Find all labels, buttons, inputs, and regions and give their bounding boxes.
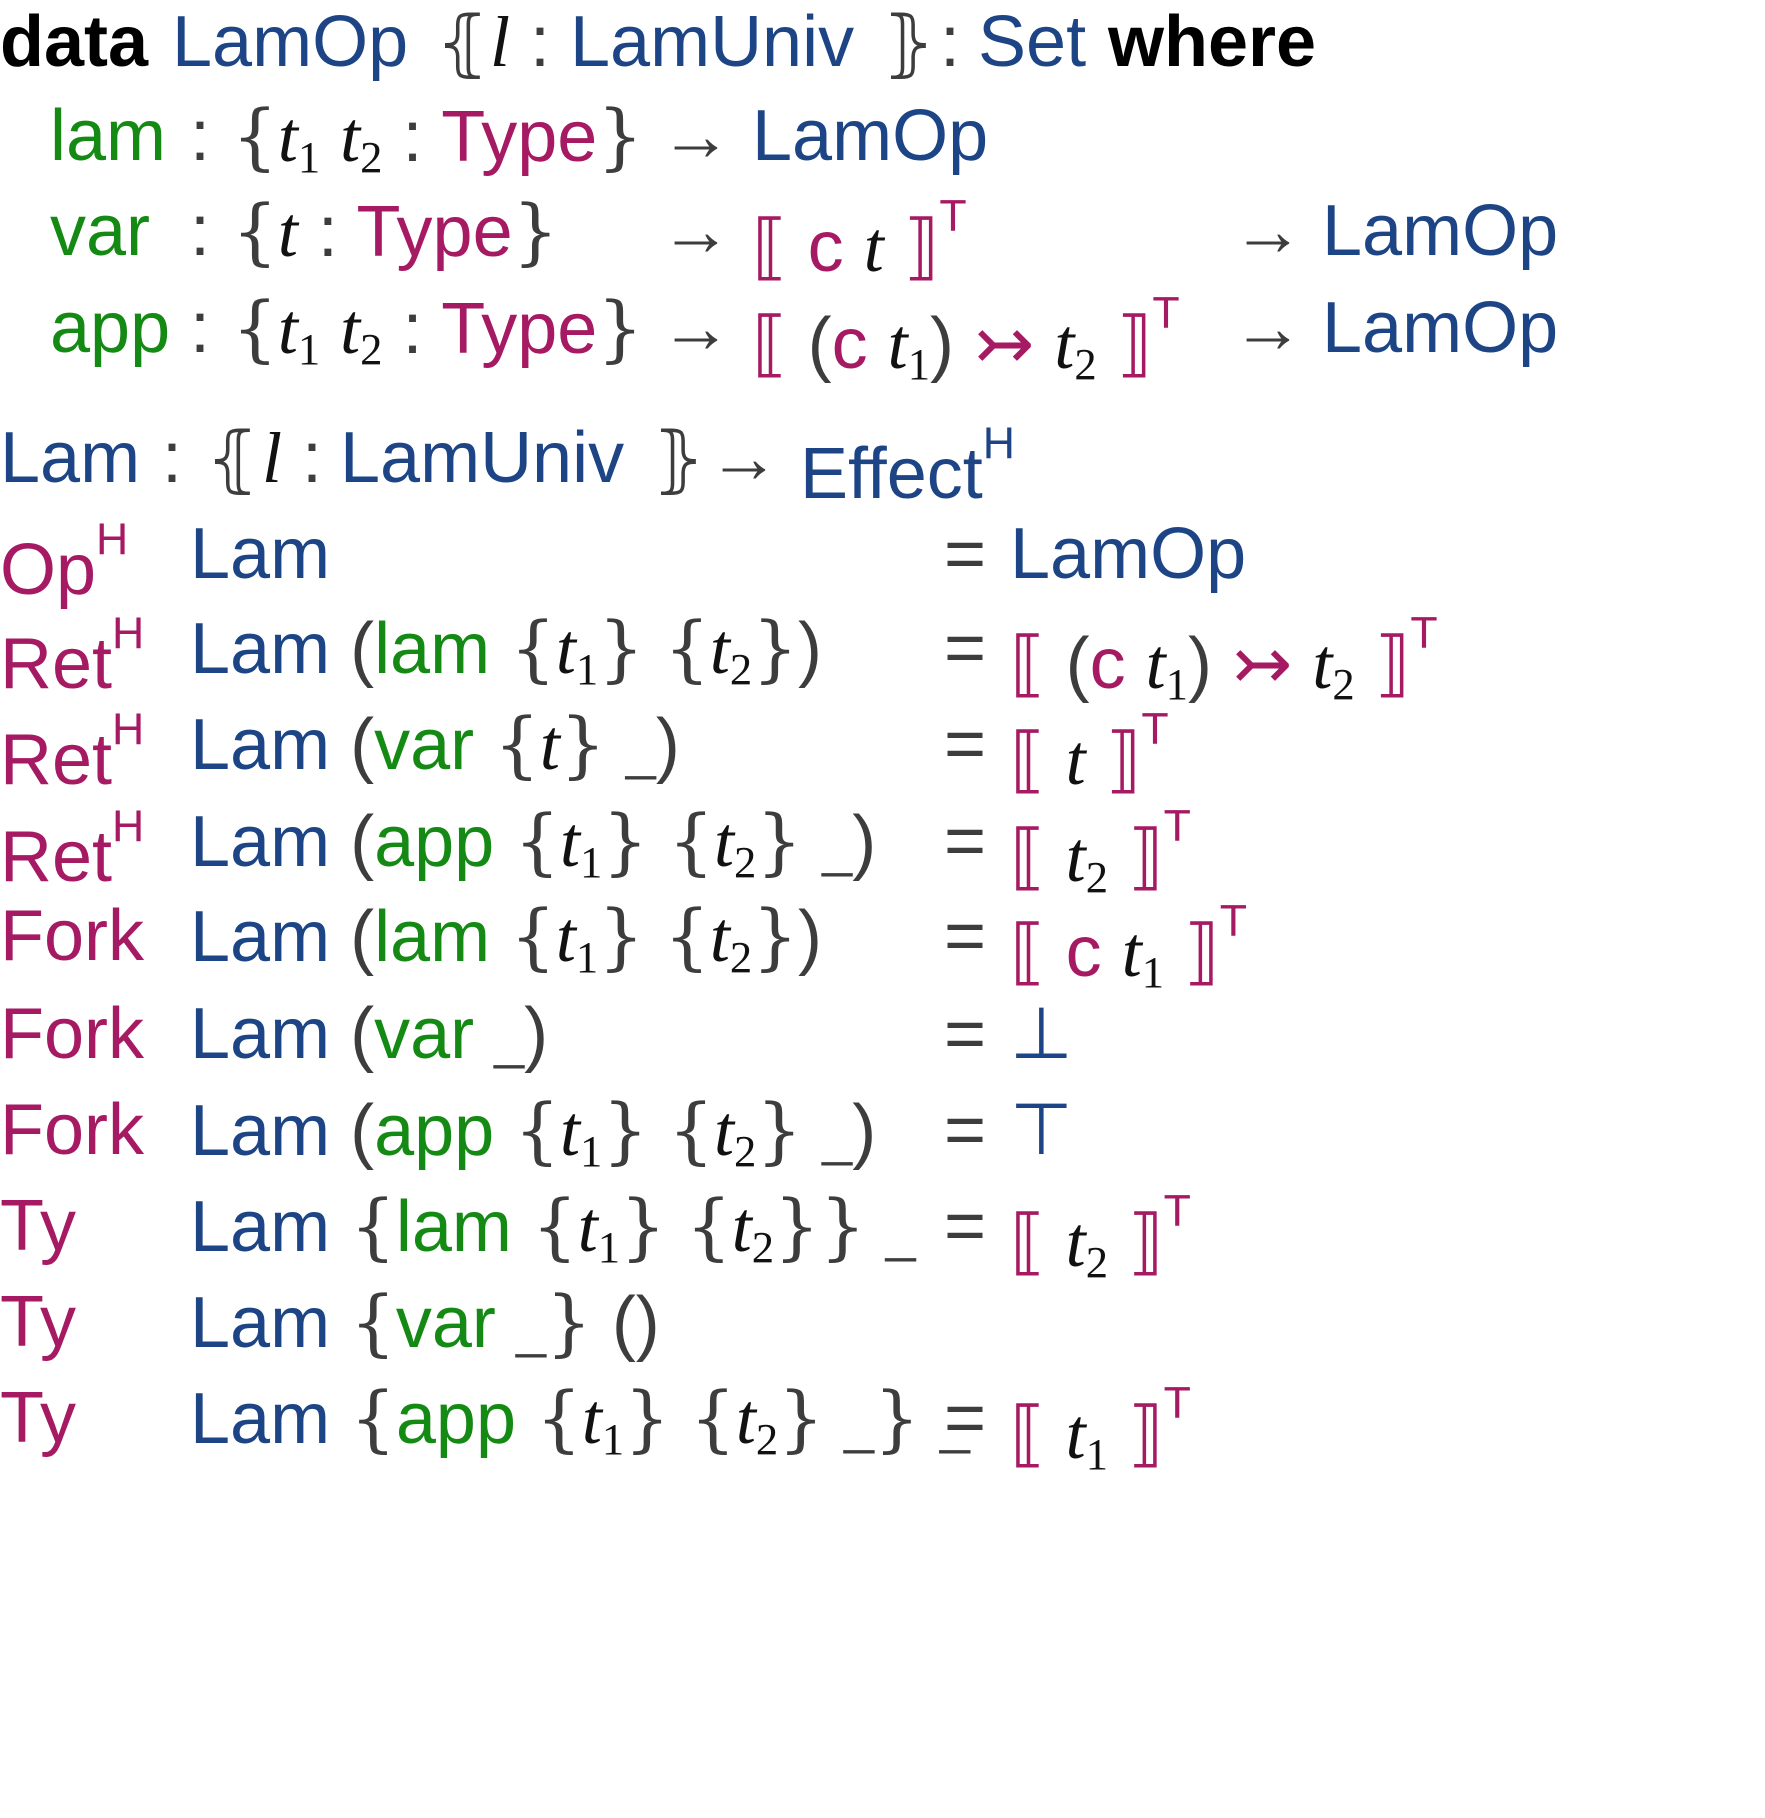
colon: : — [190, 96, 211, 176]
type-name: LamOp — [172, 2, 409, 82]
instance-bracket-close: ⦄ — [652, 416, 705, 500]
equation-rhs-bottom: ⊥ — [1010, 994, 1073, 1074]
arrow: → — [660, 288, 732, 368]
equation-row: RetH Lam (lam {t1} {t2}) = ⟦ (c t1) ↣ t2… — [0, 611, 1438, 712]
constructor-name: app — [50, 288, 171, 368]
handler-function: Ty — [0, 1378, 77, 1458]
equation-rhs-top: ⊤ — [1010, 1090, 1073, 1170]
colon: : — [162, 418, 183, 498]
handler-function: RetH — [0, 802, 145, 898]
result-type: LamOp — [1322, 191, 1559, 271]
equals-sign: = — [944, 896, 987, 976]
equals-sign: = — [944, 1090, 987, 1170]
explicit-arg: ⟦ (c t1) ↣ t2 ⟧T — [752, 289, 1180, 390]
handler-function: RetH — [0, 705, 145, 801]
instance-bracket-open: ⦃ — [206, 416, 259, 500]
implicit-args: {t1 t2 : Type} — [232, 286, 644, 375]
param-type: LamUniv — [340, 418, 625, 498]
effect-name: Lam — [190, 514, 331, 594]
handler-function: Fork — [0, 1090, 144, 1170]
equals-sign: = — [944, 704, 987, 784]
equation-row: Ty Lam {var _} () — [0, 1282, 660, 1386]
implicit-args: {t1 t2 : Type} — [232, 94, 644, 183]
sort: Set — [978, 2, 1087, 82]
result-type: LamOp — [752, 96, 989, 176]
equals-sign: = — [944, 514, 987, 594]
param-type: LamUniv — [570, 2, 855, 82]
equation-lhs: Lam {app {t1} {t2} _} _ — [190, 1376, 970, 1465]
equation-row: Ty Lam {lam {t1} {t2}} _ = ⟦ t2 ⟧T — [0, 1186, 1191, 1290]
equation-lhs: Lam (var _) — [190, 994, 549, 1074]
result-type: LamOp — [1322, 288, 1559, 368]
equation-lhs: Lam {var _} () — [190, 1280, 660, 1364]
lam-signature: Lam : ⦃ l : LamUniv ⦄ → EffectH — [0, 421, 1015, 522]
equals-sign: = — [944, 608, 987, 688]
equation-lhs: Lam (lam {t1} {t2}) — [190, 606, 822, 695]
equals-sign: = — [944, 994, 987, 1074]
equation-rhs: ⟦ (c t1) ↣ t2 ⟧T — [1010, 609, 1438, 710]
arrow: → — [660, 96, 732, 176]
signature-name: Lam — [0, 418, 141, 498]
param-var: l — [262, 418, 283, 498]
arrow: → — [1232, 191, 1304, 271]
instance-bracket-close: ⦄ — [882, 0, 935, 84]
equation-lhs: Lam {lam {t1} {t2}} _ — [190, 1184, 916, 1273]
equation-lhs: Lam (app {t1} {t2} _) — [190, 799, 877, 888]
arrow: → — [660, 191, 732, 271]
code-listing: data LamOp ⦃ l : LamUniv ⦄ : Set where l… — [0, 6, 1558, 1482]
constructor-name: var — [50, 191, 151, 271]
arrow: → — [708, 418, 780, 498]
implicit-args: {t : Type} — [232, 189, 559, 273]
colon: : — [190, 288, 211, 368]
equals-sign: = — [944, 1378, 987, 1458]
equation-rhs: ⟦ t2 ⟧T — [1010, 1187, 1191, 1288]
equals-sign: = — [944, 1186, 987, 1266]
equation-row: RetH Lam (app {t1} {t2} _) = ⟦ t2 ⟧T — [0, 804, 1191, 905]
colon: : — [530, 2, 551, 82]
handler-function: Fork — [0, 994, 144, 1074]
equation-row: Fork Lam (app {t1} {t2} _) = ⊤ — [0, 1094, 1073, 1194]
equation-row: Ty Lam {app {t1} {t2} _} _ = ⟦ t1 ⟧T — [0, 1378, 1191, 1482]
equation-rhs: ⟦ t2 ⟧T — [1010, 802, 1191, 903]
equation-row: Fork Lam (lam {t1} {t2}) = ⟦ c t1 ⟧T — [0, 899, 1247, 1000]
explicit-arg: ⟦ c t ⟧T — [752, 192, 967, 289]
colon: : — [302, 418, 323, 498]
param-var: l — [490, 2, 511, 82]
equation-lhs: Lam (var {t} _) — [190, 702, 680, 786]
equation-row: Fork Lam (var _) = ⊥ — [0, 998, 1073, 1098]
handler-function: Ty — [0, 1186, 77, 1266]
equation-row: RetH Lam (var {t} _) = ⟦ t ⟧T — [0, 707, 1169, 808]
constructor-name: lam — [50, 96, 167, 176]
instance-bracket-open: ⦃ — [436, 0, 489, 84]
equation-row: OpH Lam = LamOp — [0, 517, 1246, 618]
handler-function: Fork — [0, 896, 144, 976]
equals-sign: = — [944, 801, 987, 881]
arrow: → — [1232, 288, 1304, 368]
keyword-where: where — [1108, 2, 1317, 82]
constructor-app: app : {t1 t2 : Type} → ⟦ (c t1) ↣ t2 ⟧T … — [0, 291, 1558, 392]
equation-rhs: ⟦ t1 ⟧T — [1010, 1379, 1191, 1480]
equation-lhs: Lam (app {t1} {t2} _) — [190, 1088, 877, 1177]
handler-function: OpH — [0, 515, 129, 611]
equation-rhs: LamOp — [1010, 514, 1247, 594]
constructor-var: var : {t : Type} → ⟦ c t ⟧T → LamOp — [0, 194, 1558, 295]
signature-result: EffectH — [800, 419, 1016, 515]
equation-lhs: Lam (lam {t1} {t2}) — [190, 894, 822, 983]
data-declaration: data LamOp ⦃ l : LamUniv ⦄ : Set where — [0, 6, 1316, 106]
equation-rhs: ⟦ c t1 ⟧T — [1010, 897, 1247, 998]
keyword-data: data — [0, 2, 149, 82]
colon: : — [190, 191, 211, 271]
constructor-lam: lam : {t1 t2 : Type} → LamOp — [0, 100, 988, 200]
handler-function: RetH — [0, 609, 145, 705]
colon: : — [940, 2, 961, 82]
equation-rhs: ⟦ t ⟧T — [1010, 705, 1169, 802]
handler-function: Ty — [0, 1282, 77, 1362]
